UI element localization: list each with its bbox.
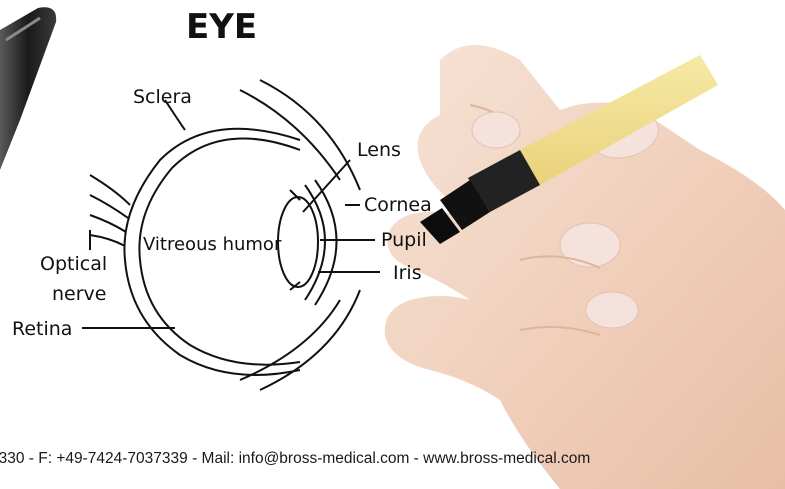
diagram-title: EYE <box>186 7 257 47</box>
leader-lines <box>82 100 380 328</box>
label-iris: Iris <box>393 262 422 284</box>
pen-object <box>0 7 56 170</box>
label-optical-nerve-line2: nerve <box>52 283 106 305</box>
label-vitreous-humor: Vitreous humor <box>143 234 282 255</box>
label-optical-nerve-line1: Optical <box>40 253 107 275</box>
hand-illustration <box>385 45 785 489</box>
contact-footer: 7330 - F: +49-7424-7037339 - Mail: info@… <box>0 450 785 474</box>
label-lens: Lens <box>357 139 401 161</box>
contact-text: 7330 - F: +49-7424-7037339 - Mail: info@… <box>0 450 590 468</box>
label-cornea: Cornea <box>364 194 432 216</box>
label-retina: Retina <box>12 318 72 340</box>
label-sclera: Sclera <box>133 86 192 108</box>
label-pupil: Pupil <box>381 229 427 251</box>
